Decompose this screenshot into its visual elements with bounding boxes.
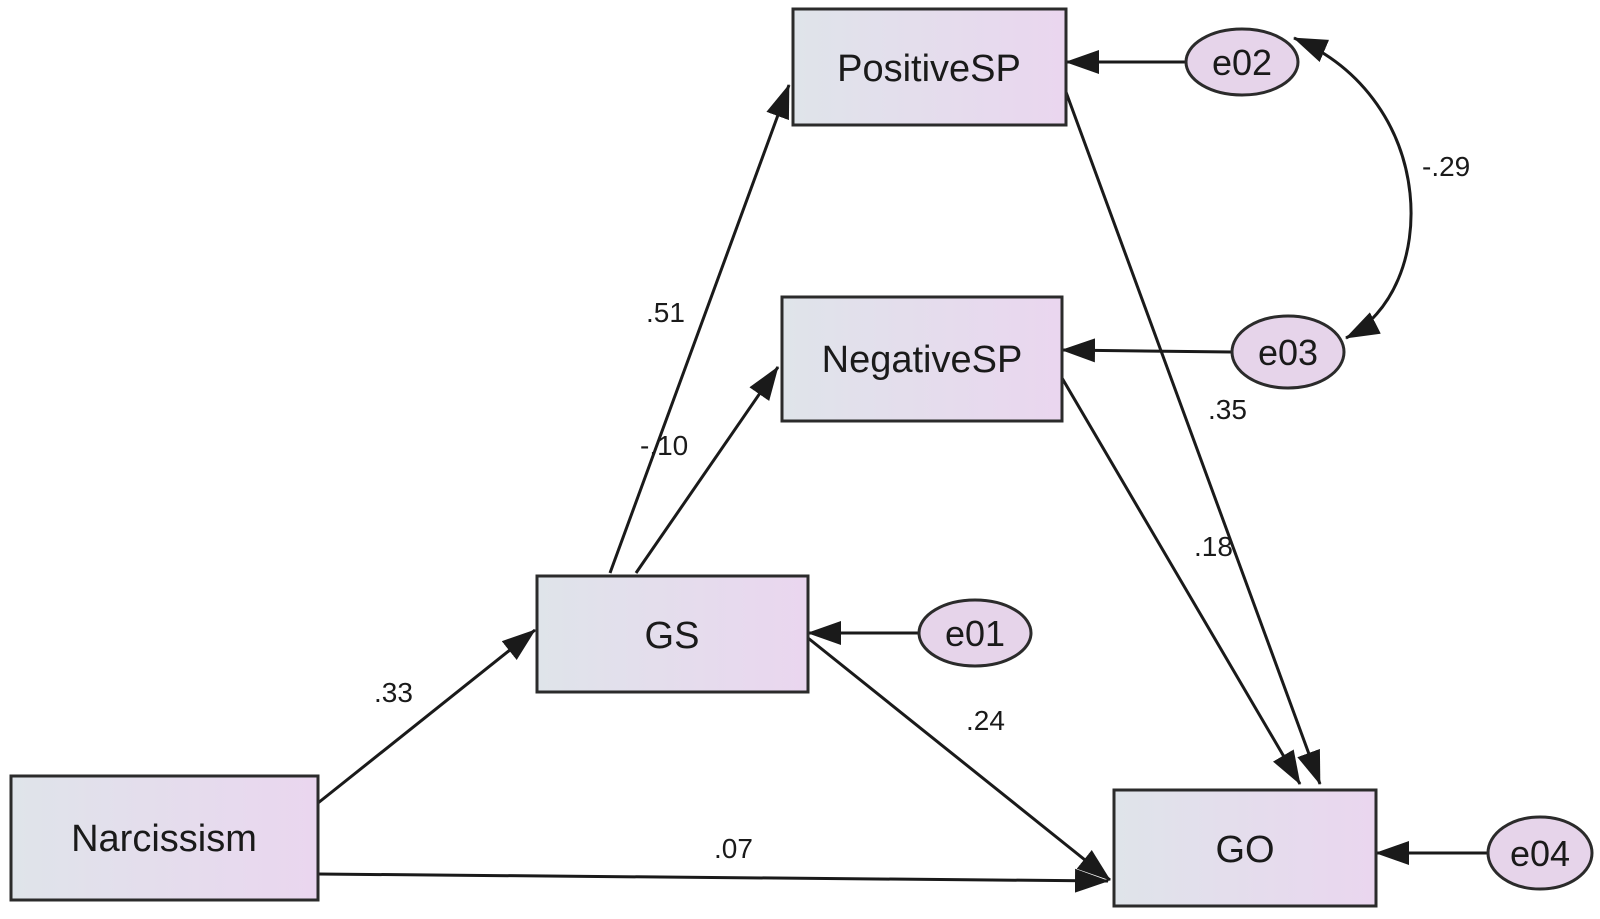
error-e04: e04: [1486, 815, 1594, 891]
path-gs-to-negativesp: [634, 366, 780, 574]
path-narcissism-to-go: [317, 868, 1109, 893]
error-e01-label: e01: [945, 613, 1005, 654]
node-positivesp-label: PositiveSP: [837, 48, 1021, 90]
error-e02-label: e02: [1212, 42, 1272, 83]
path-positivesp-to-go: [1064, 91, 1322, 785]
node-go: GO: [1112, 788, 1378, 908]
coef-gs-go: .24: [966, 705, 1005, 736]
coef-narcissism-go: .07: [714, 833, 753, 864]
coef-gs-positivesp: .51: [646, 297, 685, 328]
node-gs: GS: [535, 574, 810, 694]
error-e03-label: e03: [1258, 332, 1318, 373]
path-narcissism-to-gs: [317, 628, 536, 805]
coef-e02-e03-covariance: -.29: [1422, 151, 1470, 182]
node-go-label: GO: [1215, 829, 1274, 871]
path-gs-to-go: [807, 636, 1111, 882]
coef-narcissism-gs: .33: [374, 677, 413, 708]
node-negativesp-label: NegativeSP: [822, 339, 1023, 381]
path-e03-to-negativesp: [1061, 338, 1233, 363]
error-e02: e02: [1184, 27, 1300, 97]
path-gs-to-positivesp: [608, 84, 791, 574]
covariance-e02-e03: [1293, 36, 1413, 340]
path-negativesp-to-go: [1060, 377, 1302, 785]
node-narcissism: Narcissism: [9, 774, 320, 902]
coef-negativesp-go: .18: [1194, 531, 1233, 562]
error-e03: e03: [1230, 314, 1346, 390]
coef-gs-negativesp: -.10: [640, 430, 688, 461]
error-e04-label: e04: [1510, 833, 1570, 874]
error-e01: e01: [917, 598, 1033, 668]
node-gs-label: GS: [645, 615, 700, 657]
coef-positivesp-go: .35: [1208, 394, 1247, 425]
node-narcissism-label: Narcissism: [71, 818, 257, 860]
node-positivesp: PositiveSP: [791, 7, 1068, 127]
node-negativesp: NegativeSP: [780, 295, 1064, 423]
